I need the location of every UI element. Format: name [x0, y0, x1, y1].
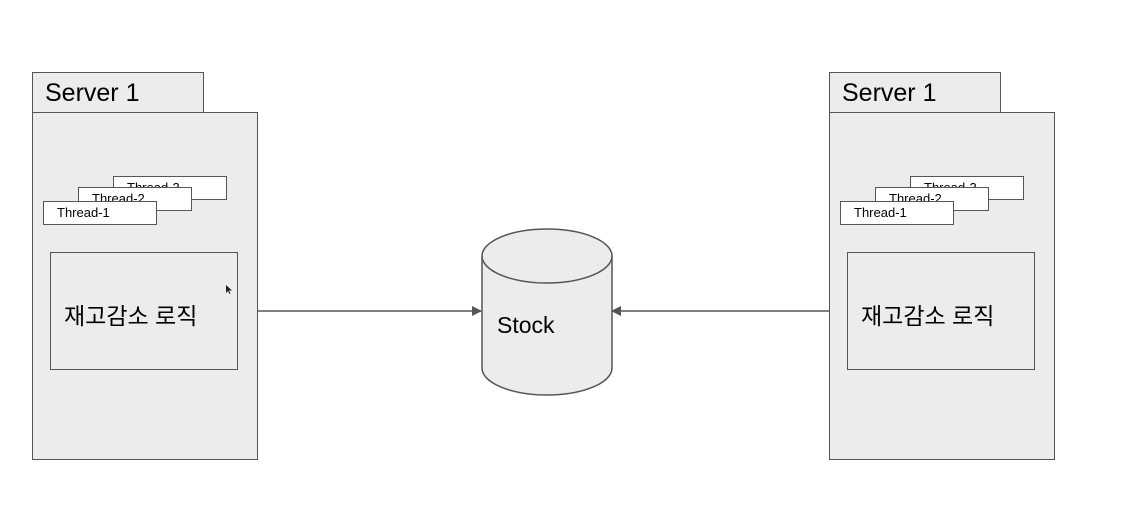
left-stock-decrease-logic: 재고감소 로직: [50, 252, 238, 370]
right-thread-1: Thread-1: [840, 201, 954, 225]
stock-database-label: Stock: [497, 312, 555, 338]
mouse-cursor-icon: [226, 281, 232, 294]
right-stock-decrease-logic: 재고감소 로직: [847, 252, 1035, 370]
left-thread-1: Thread-1: [43, 201, 157, 225]
stock-database-cylinder: [481, 228, 613, 396]
left-server-title: Server 1: [32, 72, 204, 113]
right-server-title: Server 1: [829, 72, 1001, 113]
